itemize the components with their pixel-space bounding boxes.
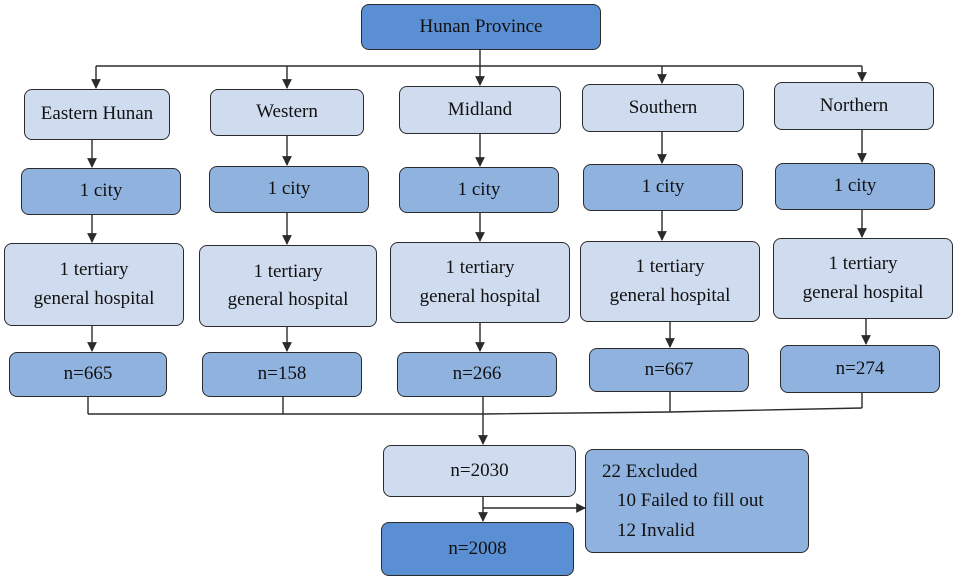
region-box-eastern: Eastern Hunan [24,89,170,140]
city-label: 1 city [457,178,501,200]
n-label: n=665 [63,363,113,385]
n-label: n=274 [835,357,885,379]
hospital-line2: general hospital [33,287,155,309]
region-label: Southern [628,96,698,118]
final-label: n=2008 [448,537,507,559]
n-box-southern: n=667 [589,348,749,392]
n-label: n=266 [452,363,502,385]
city-box-midland: 1 city [399,167,559,213]
city-label: 1 city [833,175,877,197]
city-box-southern: 1 city [583,164,743,211]
hospital-line2: general hospital [609,284,731,306]
total-label: n=2030 [450,459,509,481]
region-box-midland: Midland [399,86,561,134]
hospital-line1: 1 tertiary [635,256,705,277]
city-label: 1 city [641,176,685,198]
hospital-line2: general hospital [419,285,541,307]
excluded-reason: 12 Invalid [617,519,695,541]
hospital-line1: 1 tertiary [253,260,323,282]
region-box-northern: Northern [774,82,934,130]
region-label: Midland [447,98,513,120]
hospital-line1: 1 tertiary [59,259,129,280]
city-label: 1 city [267,178,311,200]
hospital-box-northern: 1 tertiary general hospital [773,238,953,319]
n-box-western: n=158 [202,352,362,397]
root-label: Hunan Province [419,15,543,37]
hospital-line2: general hospital [227,289,349,310]
region-label: Northern [819,94,889,116]
city-box-western: 1 city [209,166,369,213]
hospital-box-eastern: 1 tertiary general hospital [4,243,184,326]
hospital-line1: 1 tertiary [445,257,515,278]
region-label: Eastern Hunan [40,103,154,125]
root-node: Hunan Province [361,4,601,50]
excluded-reason: 10 Failed to fill out [617,490,764,512]
region-label: Western [256,101,318,123]
n-box-northern: n=274 [780,345,940,393]
final-box: n=2008 [381,522,574,576]
city-label: 1 city [79,180,123,202]
n-box-eastern: n=665 [9,352,167,397]
hospital-box-southern: 1 tertiary general hospital [580,241,760,322]
region-box-southern: Southern [582,84,744,132]
n-box-midland: n=266 [397,352,557,397]
region-box-western: Western [210,89,364,136]
total-box: n=2030 [383,445,576,497]
city-box-eastern: 1 city [21,168,181,215]
hospital-line2: general hospital [802,281,924,303]
excluded-box: 22 Excluded 10 Failed to fill out 12 Inv… [585,449,809,553]
hospital-box-western: 1 tertiary general hospital [199,245,377,327]
n-label: n=158 [257,363,307,385]
hospital-line1: 1 tertiary [828,253,898,274]
hospital-box-midland: 1 tertiary general hospital [390,242,570,323]
excluded-title: 22 Excluded [602,460,698,482]
city-box-northern: 1 city [775,163,935,210]
n-label: n=667 [644,358,694,380]
